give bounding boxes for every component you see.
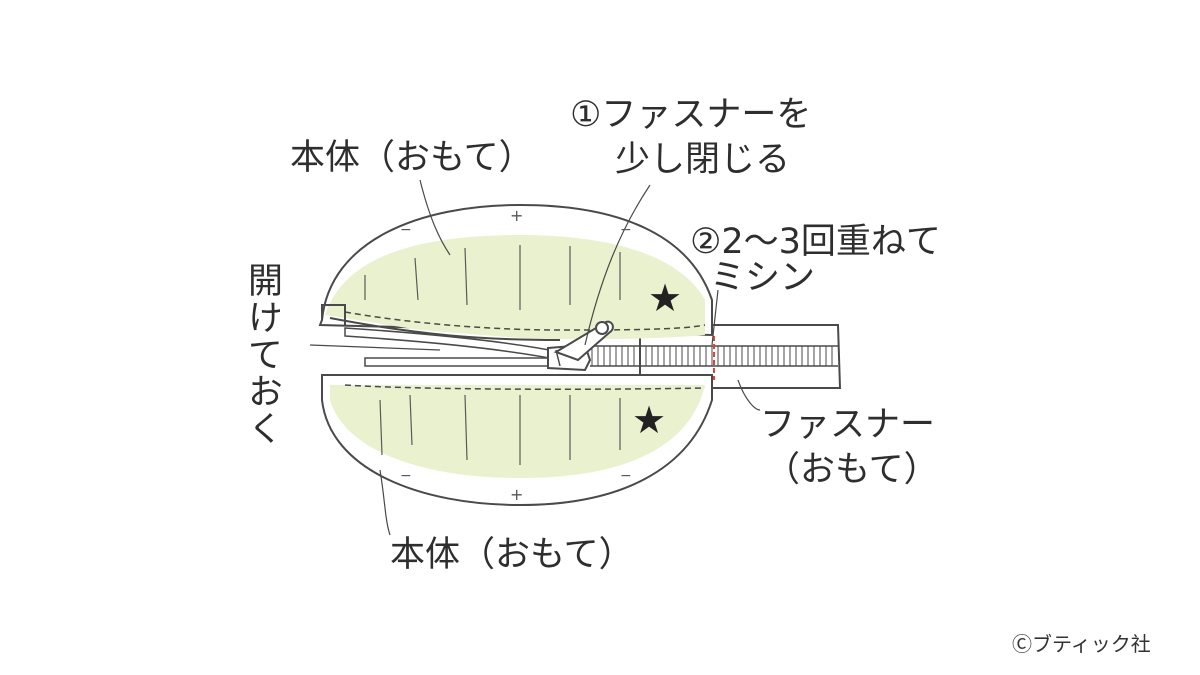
plus-mark-top: + — [510, 206, 524, 225]
pouch-bottom-half — [321, 374, 713, 507]
label-step1-line2: 少し閉じる — [615, 140, 791, 180]
leader-lines — [309, 179, 761, 536]
minus-mark-top-right: − — [620, 222, 632, 238]
label-step2-line1: ②2～3回重ねて — [690, 222, 941, 262]
label-body-bottom: 本体（おもて） — [390, 535, 634, 575]
minus-mark-bottom-left: − — [400, 468, 412, 484]
label-step2-line2: ミシン — [710, 258, 816, 298]
label-step1-line1: ①ファスナーを — [570, 95, 812, 135]
label-zipper-line2: （おもて） — [765, 450, 939, 490]
minus-mark-top-left: − — [400, 222, 412, 238]
minus-mark-bottom-right: − — [620, 468, 632, 484]
label-zipper-line1: ファスナー — [760, 405, 936, 445]
copyright-text: Ⓒブティック社 — [1012, 632, 1151, 656]
zipper-slider-icon — [547, 320, 614, 372]
label-body-top: 本体（おもて） — [290, 138, 534, 178]
star-mark-bottom: ★ — [632, 398, 667, 442]
star-mark-top: ★ — [648, 276, 683, 320]
plus-mark-bottom: + — [510, 485, 524, 504]
zipper-tape — [639, 324, 842, 389]
label-open-keep: 開けておく — [242, 262, 282, 447]
